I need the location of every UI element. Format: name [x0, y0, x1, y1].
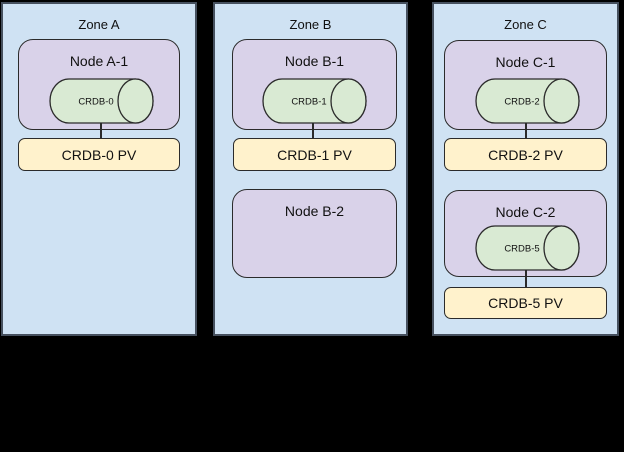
- crdb-5-pv-box: CRDB-5 PV: [444, 287, 607, 319]
- crdb-2-pv-box: CRDB-2 PV: [444, 138, 607, 171]
- node-b-2: Node B-2: [232, 189, 397, 278]
- crdb-5-cylinder-icon: CRDB-5: [475, 225, 580, 271]
- connector-c-1-pv: [525, 120, 527, 138]
- zone-c: Zone C Node C-1 CRDB-2 CRDB-2 PV Node C-…: [432, 2, 619, 336]
- crdb-1-cylinder-icon: CRDB-1: [262, 78, 367, 124]
- connector-a-1-pv: [100, 120, 102, 138]
- connector-b-1-pv: [312, 120, 314, 138]
- zone-b-label: Zone B: [289, 17, 332, 32]
- zone-a: Zone A Node A-1 CRDB-0 CRDB-0 PV: [1, 2, 197, 336]
- crdb-1-pv-label: CRDB-1 PV: [277, 146, 352, 163]
- crdb-1-pv-box: CRDB-1 PV: [233, 138, 396, 171]
- crdb-0-cylinder-icon: CRDB-0: [49, 78, 154, 124]
- crdb-0-label: CRDB-0: [78, 97, 113, 108]
- crdb-2-cylinder-icon: CRDB-2: [475, 78, 580, 124]
- zone-b: Zone B Node B-1 CRDB-1 CRDB-1 PV Node B-…: [213, 2, 408, 336]
- crdb-5-pv-label: CRDB-5 PV: [488, 295, 563, 311]
- node-b-2-label: Node B-2: [284, 203, 345, 219]
- connector-c-2-pv: [525, 270, 527, 287]
- zone-c-label: Zone C: [504, 17, 547, 32]
- zone-a-label: Zone A: [78, 17, 120, 32]
- crdb-2-label: CRDB-2: [504, 97, 539, 108]
- crdb-0-pv-box: CRDB-0 PV: [18, 138, 180, 171]
- crdb-1-label: CRDB-1: [291, 97, 326, 108]
- node-c-1-label: Node C-1: [495, 54, 556, 70]
- node-c-2-label: Node C-2: [495, 204, 556, 220]
- node-a-1-label: Node A-1: [69, 53, 129, 69]
- crdb-2-pv-label: CRDB-2 PV: [488, 146, 563, 163]
- crdb-0-pv-label: CRDB-0 PV: [61, 146, 137, 163]
- node-b-1-label: Node B-1: [284, 53, 345, 69]
- crdb-5-label: CRDB-5: [504, 244, 539, 255]
